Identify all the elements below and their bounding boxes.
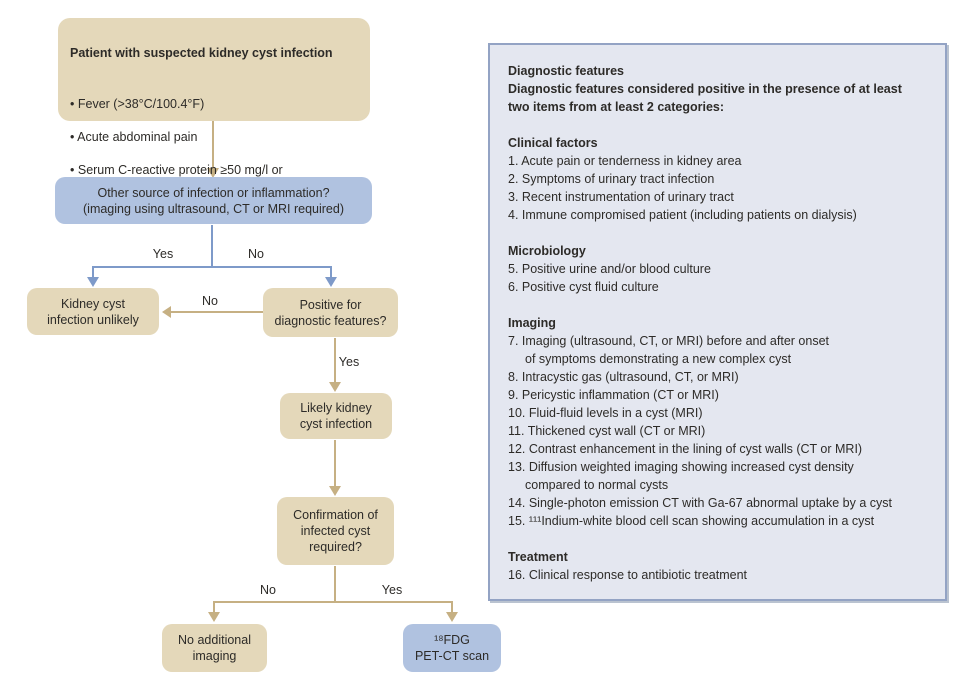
panel-item-15: 15. ¹¹¹Indium-white blood cell scan show… [508, 514, 875, 528]
diagnostic-features-panel: Diagnostic features Diagnostic features … [488, 43, 947, 601]
panel-item-2: 2. Symptoms of urinary tract infection [508, 172, 715, 186]
panel-item-9: 9. Pericystic inflammation (CT or MRI) [508, 388, 719, 402]
panel-item-16: 16. Clinical response to antibiotic trea… [508, 568, 748, 582]
arrow-branch-no-yes-bottom [208, 566, 458, 622]
branch-label-yes-1: Yes [152, 247, 174, 261]
panel-item-10: 10. Fluid-fluid levels in a cyst (MRI) [508, 406, 703, 420]
flow-box-positive-features: Positive for diagnostic features? [263, 288, 398, 337]
panel-item-3: 3. Recent instrumentation of urinary tra… [508, 190, 734, 204]
section-title-clinical-factors: Clinical factors [508, 136, 598, 150]
panel-section-clinical-factors: Clinical factors 1. Acute pain or tender… [508, 134, 935, 224]
panel-intro: Diagnostic features considered positive … [508, 82, 902, 114]
panel-item-11: 11. Thickened cyst wall (CT or MRI) [508, 424, 706, 438]
section-title-microbiology: Microbiology [508, 244, 586, 258]
microbiology-list: 5. Positive urine and/or blood culture 6… [508, 260, 935, 296]
imaging-list: 7. Imaging (ultrasound, CT, or MRI) befo… [508, 332, 935, 530]
flow-box-confirmation-required: Confirmation of infected cyst required? [277, 497, 394, 565]
branch-label-yes-2: Yes [338, 355, 360, 369]
flow-box-infection-unlikely: Kidney cyst infection unlikely [27, 288, 159, 335]
flow-box-petct-scan: ¹⁸FDG PET-CT scan [403, 624, 501, 672]
panel-item-12: 12. Contrast enhancement in the lining o… [508, 442, 863, 456]
flow-box-suspected-infection: Patient with suspected kidney cyst infec… [58, 18, 370, 194]
treatment-list: 16. Clinical response to antibiotic trea… [508, 566, 935, 584]
panel-item-1: 1. Acute pain or tenderness in kidney ar… [508, 154, 742, 168]
section-title-treatment: Treatment [508, 550, 568, 564]
panel-item-6: 6. Positive cyst fluid culture [508, 280, 659, 294]
arrow-likely-to-confirmation [329, 440, 341, 496]
panel-item-4: 4. Immune compromised patient (including… [508, 208, 857, 222]
criteria-item-pain: Acute abdominal pain [70, 129, 358, 146]
panel-section-microbiology: Microbiology 5. Positive urine and/or bl… [508, 242, 935, 296]
flow-box-likely-infection: Likely kidney cyst infection [280, 393, 392, 439]
criteria-item-fever: Fever (>38°C/100.4°F) [70, 96, 358, 113]
branch-label-no-2: No [202, 294, 218, 308]
arrow-branch-yes-no [87, 225, 337, 287]
start-box-title: Patient with suspected kidney cyst infec… [70, 46, 333, 60]
panel-item-13: 13. Diffusion weighted imaging showing i… [508, 460, 854, 492]
panel-item-5: 5. Positive urine and/or blood culture [508, 262, 711, 276]
branch-label-yes-3: Yes [381, 583, 403, 597]
section-title-imaging: Imaging [508, 316, 556, 330]
panel-item-7: 7. Imaging (ultrasound, CT, or MRI) befo… [508, 334, 829, 366]
panel-title: Diagnostic features [508, 64, 625, 78]
panel-section-treatment: Treatment 16. Clinical response to antib… [508, 548, 935, 584]
flow-box-other-source: Other source of infection or inflammatio… [55, 177, 372, 224]
branch-label-no-3: No [260, 583, 276, 597]
panel-item-8: 8. Intracystic gas (ultrasound, CT, or M… [508, 370, 739, 384]
panel-section-imaging: Imaging 7. Imaging (ultrasound, CT, or M… [508, 314, 935, 530]
clinical-factors-list: 1. Acute pain or tenderness in kidney ar… [508, 152, 935, 224]
flow-box-no-additional-imaging: No additional imaging [162, 624, 267, 672]
panel-item-14: 14. Single-photon emission CT with Ga-67… [508, 496, 892, 510]
branch-label-no-1: No [248, 247, 264, 261]
